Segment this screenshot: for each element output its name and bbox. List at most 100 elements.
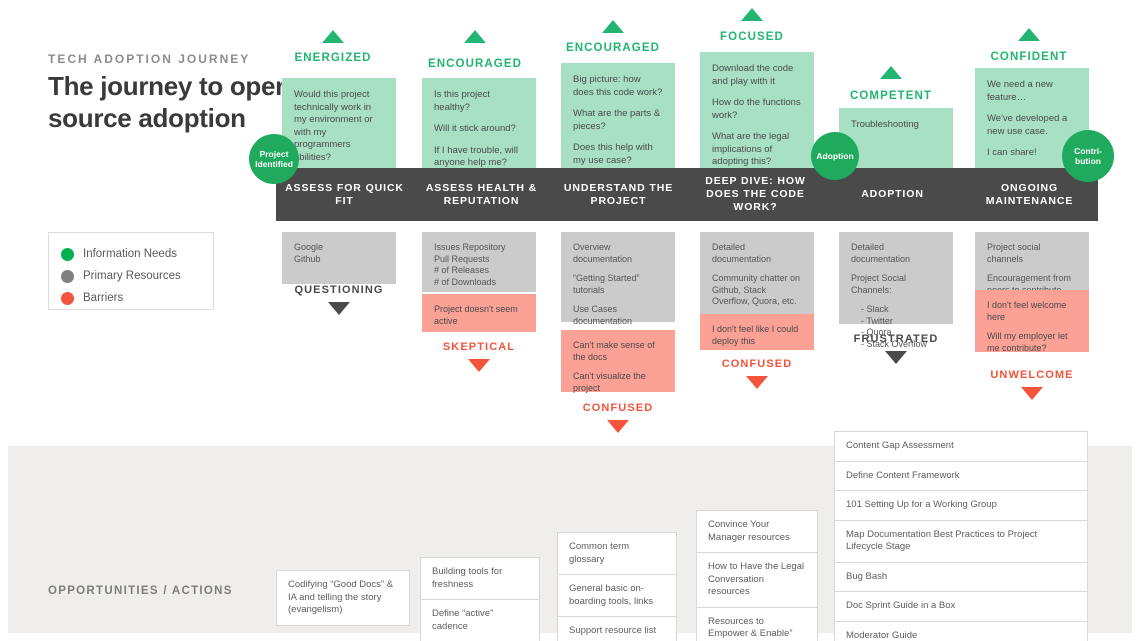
information-need-item: Will it stick around? [434,123,516,134]
primary-resource-item: Issues Repository [434,242,506,252]
opportunity-item[interactable]: Codifying “Good Docs” & IA and telling t… [288,579,394,615]
barrier-item: Can't make sense of the docs [573,340,655,362]
information-need-item: Download the code and play with it [712,63,794,87]
primary-resource-item: Encouragement from peers to contribute [987,273,1072,295]
page-title: The journey to open source adoption [48,71,291,133]
legend-item-label: Information Needs [83,248,177,260]
barriers-box-2[interactable]: Project doesn't seem active [422,294,536,332]
stage-bar-cell-5[interactable]: ADOPTION [861,188,924,200]
outcome-label-4: CONFUSED [721,358,793,370]
information-needs-box-1[interactable]: Would this project technically work in m… [282,78,396,168]
stage-bar-cell-2[interactable]: ASSESS HEALTH & REPUTATION [425,181,538,207]
opportunity-item[interactable]: Convince Your Manager resources [697,511,817,553]
outcome-down-triangle-icon [328,302,350,315]
opportunity-item[interactable]: Bug Bash [835,563,1087,592]
barrier-item: Can't visualize the project [573,371,646,393]
milestone-circle-2[interactable]: Adoption [811,132,859,180]
emotion-label-3: ENCOURAGED [565,42,661,54]
stage-bar-cell-4[interactable]: DEEP DIVE: HOW DOES THE CODE WORK? [705,175,806,213]
opportunity-item[interactable]: Content Gap Assessment [835,432,1087,462]
stage-bar-cell-6[interactable]: ONGOING MAINTENANCE [985,181,1074,207]
barriers-box-4[interactable]: I don't feel like I could deploy this [700,314,814,350]
primary-resource-item: Community chatter on Github, Stack Overf… [712,273,801,306]
legend-color-dot [61,291,74,305]
legend-item: Barriers [61,287,201,309]
outcome-down-triangle-icon [607,420,629,433]
opportunity-item[interactable]: How to Have the Legal Conversation resou… [697,553,817,608]
primary-resource-subitem: - Quora [861,327,892,337]
primary-resource-item: Project Social Channels: [851,273,907,295]
barrier-item: Will my employer let me contribute? [987,331,1068,353]
primary-resource-item: Pull Requests [434,253,490,264]
primary-resource-item: Overview documentation [573,242,633,264]
opportunity-item[interactable]: Building tools for freshness [421,558,539,600]
information-need-item: Would this project technically work in m… [294,89,373,163]
outcome-down-triangle-icon [885,351,907,364]
information-need-item: We need a new feature… [987,79,1053,103]
legend-color-dot [61,247,74,261]
stage-bar-cell-1[interactable]: ASSESS FOR QUICK FIT [285,181,404,207]
primary-resources-box-3[interactable]: Overview documentation “Getting Started” … [561,232,675,326]
opportunities-title: OPPORTUNITIES / ACTIONS [48,585,233,597]
opportunity-item[interactable]: 101 Setting Up for a Working Group [835,491,1087,521]
information-need-item: If I have trouble, will anyone help me? [434,144,518,169]
emotion-label-5: COMPETENT [849,90,933,102]
information-need-item: Is this project healthy? [434,89,490,113]
emotion-up-triangle-icon [880,66,902,79]
kicker-label: TECH ADOPTION JOURNEY [48,52,251,66]
opportunity-item[interactable]: Support resource list [569,625,657,636]
outcome-label-1: QUESTIONING [294,284,384,296]
primary-resource-item: # of Downloads [434,276,497,287]
primary-resource-item: Github [294,253,321,264]
opportunity-item[interactable]: Map Documentation Best Practices to Proj… [835,521,1087,563]
opportunity-item[interactable]: Moderator Guide [835,622,1087,641]
opportunity-item[interactable]: Common term glossary [558,533,676,575]
information-need-item: What are the legal implications of adopt… [712,131,790,167]
barrier-item: Project doesn't seem active [434,304,518,326]
stage-bar: ASSESS FOR QUICK FIT ASSESS HEALTH & REPU… [276,168,1098,221]
legend-color-dot [61,269,74,283]
emotion-up-triangle-icon [1018,28,1040,41]
emotion-up-triangle-icon [464,30,486,43]
outcome-down-triangle-icon [746,376,768,389]
emotion-label-6: CONFIDENT [990,51,1068,63]
outcome-down-triangle-icon [468,359,490,372]
information-needs-box-3[interactable]: Big picture: how does this code work? Wha… [561,63,675,168]
legend-item: Information Needs [61,243,201,265]
information-need-item: What are the parts & pieces? [573,108,661,132]
opportunity-item[interactable]: Define “active” cadence [432,608,494,632]
information-need-item: I can share! [987,147,1037,158]
outcome-down-triangle-icon [1021,387,1043,400]
opportunity-item[interactable]: Resources to Empower & Enable” [708,615,793,640]
information-need-item: Big picture: how does this code work? [573,74,663,98]
primary-resource-item: “Getting Started” tutorials [573,273,640,295]
opportunity-group-1: Codifying “Good Docs” & IA and telling t… [276,570,410,626]
primary-resource-subitem: - Slack [861,304,889,314]
opportunity-item[interactable]: Define Content Framework [835,462,1087,491]
information-needs-box-2[interactable]: Is this project healthy? Will it stick ar… [422,78,536,168]
legend-item-label: Primary Resources [83,270,181,282]
primary-resource-item: Use Cases documentation [573,304,633,326]
barrier-item: I don't feel welcome here [987,300,1067,322]
primary-resource-item: Project social channels [987,242,1041,264]
outcome-label-5: FRUSTRATED [853,333,939,345]
milestone-circle-1[interactable]: Project Identified [249,134,299,184]
emotion-label-1: ENERGIZED [294,52,372,64]
opportunity-item[interactable]: Doc Sprint Guide in a Box [835,592,1087,622]
stage-bar-cell-3[interactable]: UNDERSTAND THE PROJECT [563,181,674,207]
primary-resource-item: Detailed documentation [851,242,911,264]
opportunity-item[interactable]: General basic on-boarding tools, links [558,575,676,617]
emotion-up-triangle-icon [741,8,763,21]
milestone-circle-3[interactable]: Contri- bution [1062,130,1114,182]
information-need-item: Troubleshooting [851,119,919,130]
